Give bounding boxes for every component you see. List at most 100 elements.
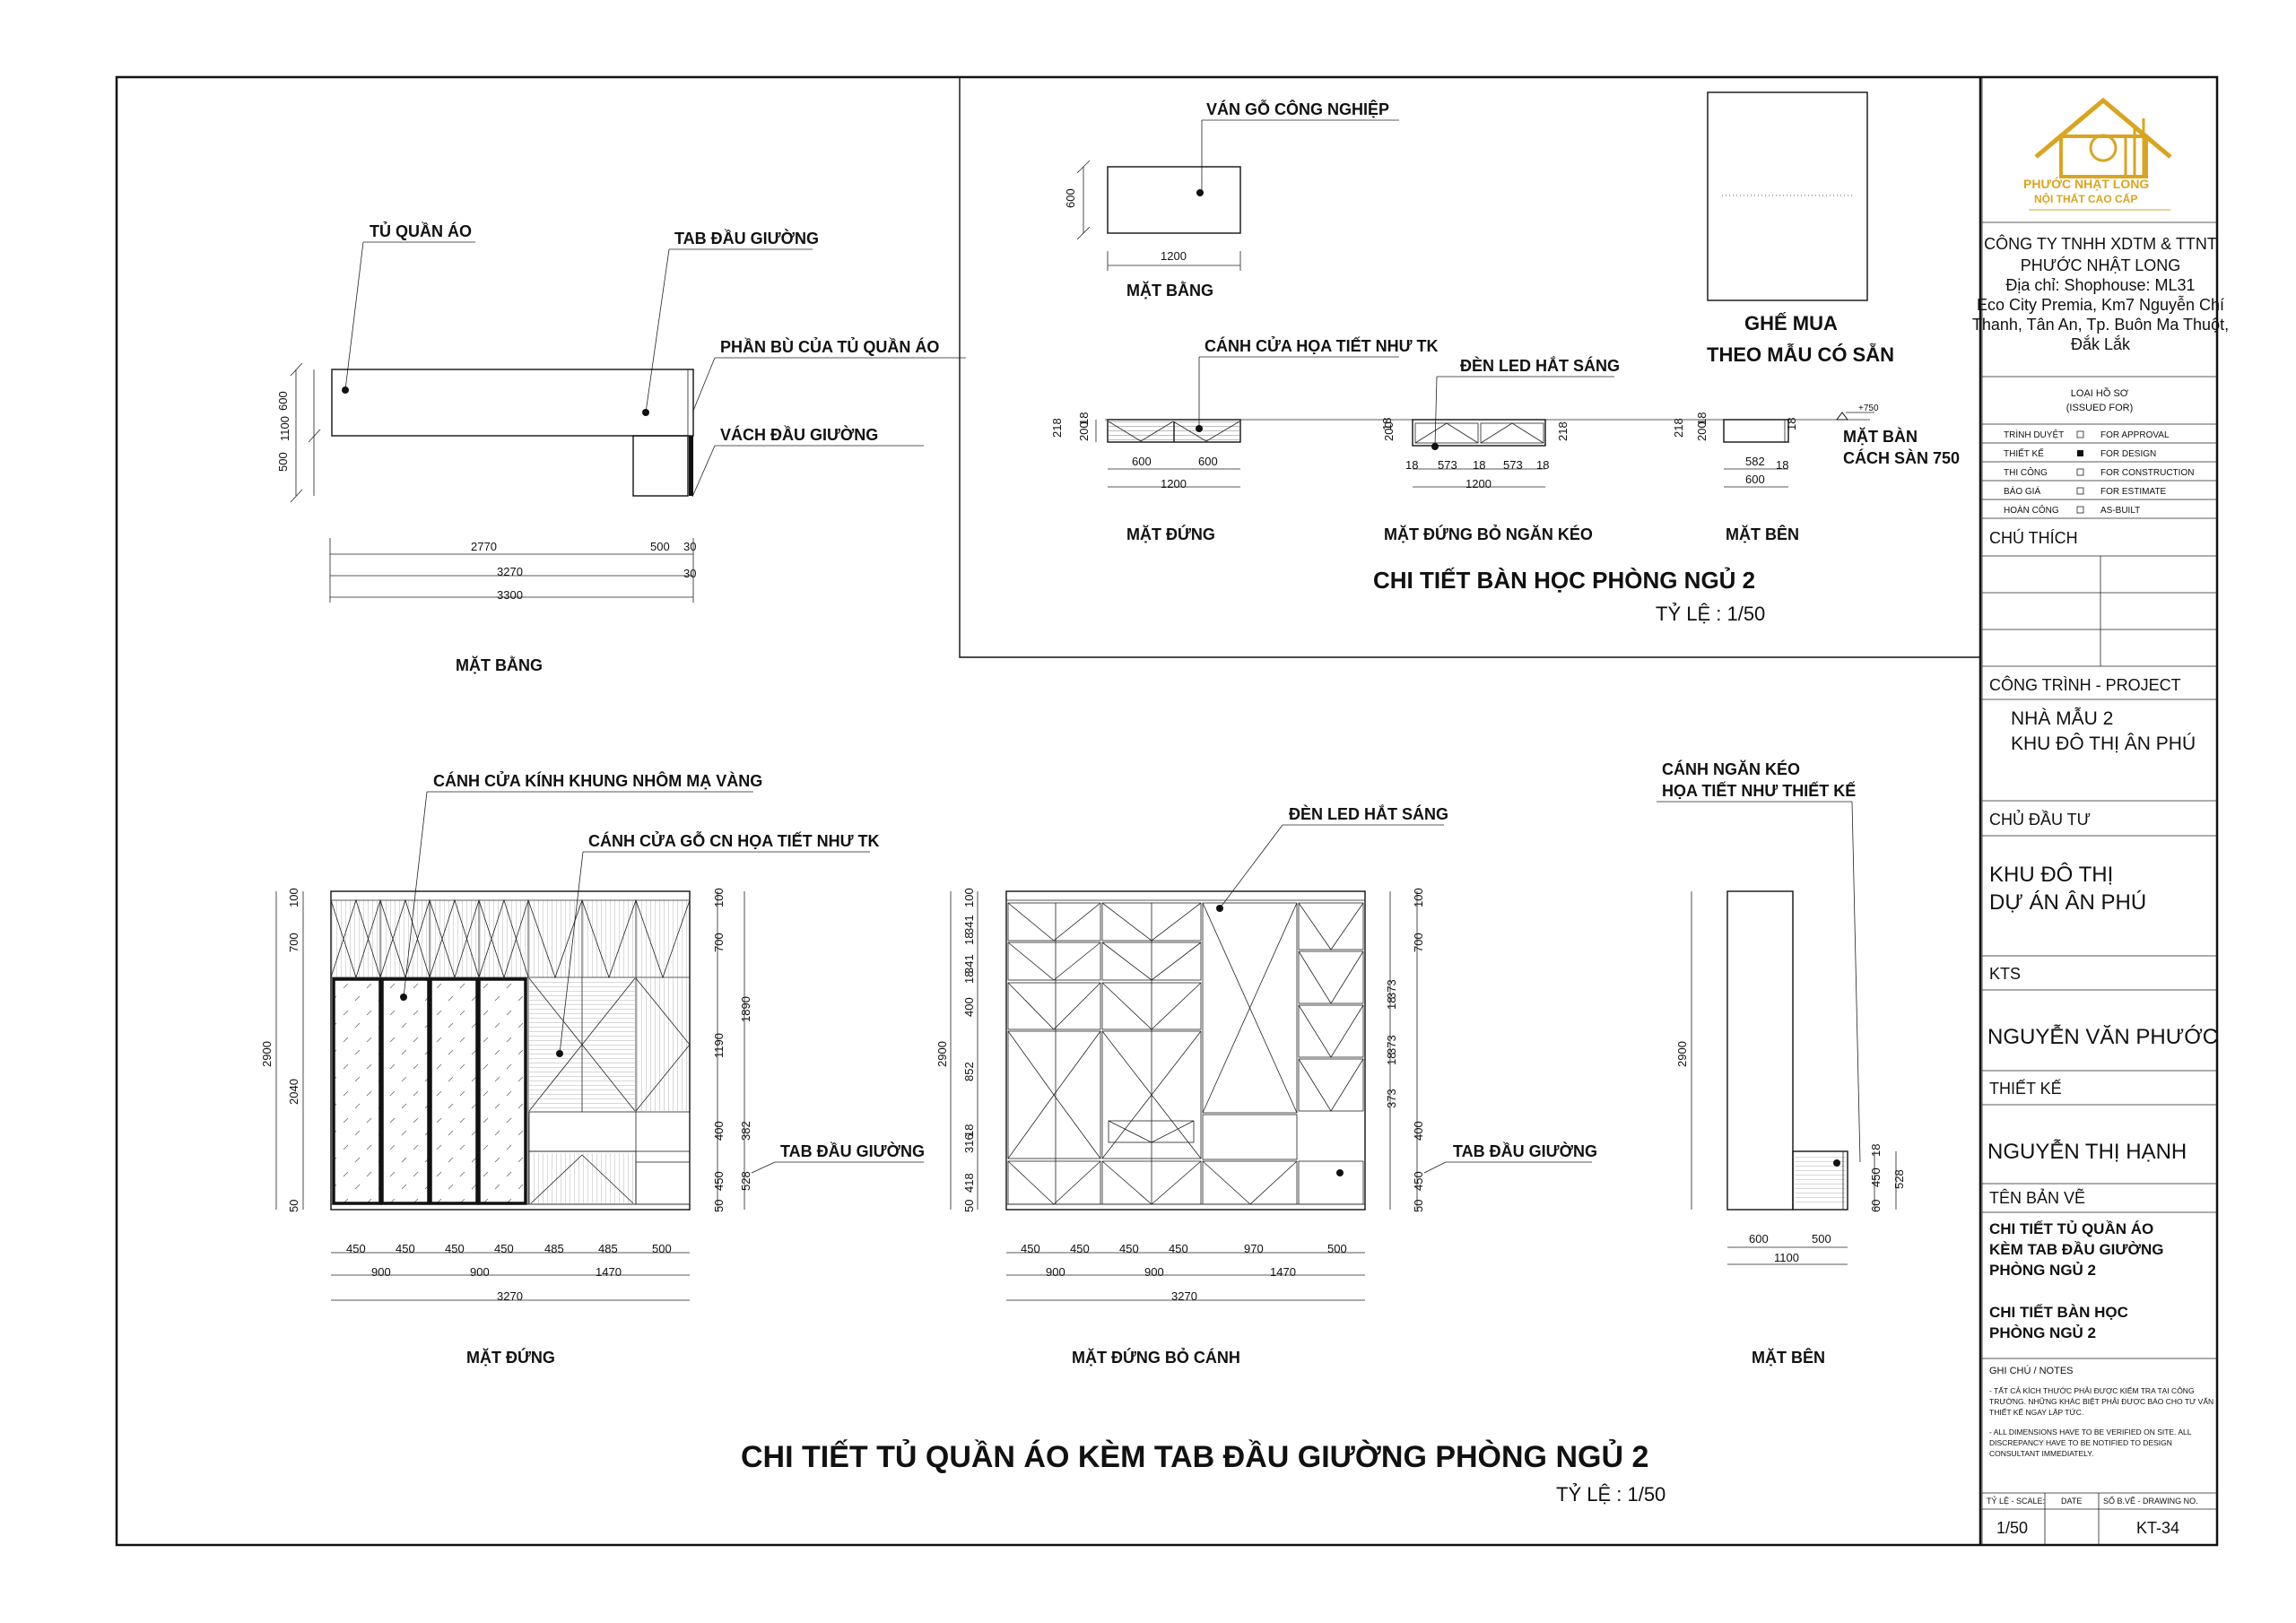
drawing2-l2: PHÒNG NGỦ 2 xyxy=(1989,1324,2096,1341)
wardrobe-plan: TỦ QUẦN ÁO TAB ĐẦU GIƯỜNG PHẦN BÙ CỦA TỦ… xyxy=(276,221,966,674)
svg-text:2040: 2040 xyxy=(287,1079,300,1105)
svg-text:450: 450 xyxy=(445,1242,465,1255)
svg-text:HOÀN CÔNG: HOÀN CÔNG xyxy=(2004,504,2059,516)
svg-text:382: 382 xyxy=(739,1121,752,1141)
drawing-no-label: SỐ B.VẼ - DRAWING NO. xyxy=(2103,1496,2198,1506)
svg-text:700: 700 xyxy=(712,933,726,952)
kts-label: KTS xyxy=(1989,965,2021,983)
svg-text:50: 50 xyxy=(712,1200,726,1212)
sheet-frame xyxy=(115,75,2219,1547)
svg-text:900: 900 xyxy=(1144,1265,1164,1279)
svg-text:CONSULTANT IMMEDIATELY.: CONSULTANT IMMEDIATELY. xyxy=(1989,1449,2093,1458)
svg-text:THIẾT KẾ NGAY LẬP TỨC.: THIẾT KẾ NGAY LẬP TỨC. xyxy=(1989,1408,2083,1417)
wardrobe-side: CÁNH NGĂN KÉO HỌA TIẾT NHƯ THIẾT KẾ 2900… xyxy=(1657,759,1906,1367)
svg-text:18: 18 xyxy=(962,971,976,984)
side-label-l2: HỌA TIẾT NHƯ THIẾT KẾ xyxy=(1662,781,1856,800)
open-led-label: ĐÈN LED HẮT SÁNG xyxy=(1289,804,1448,823)
open-title: MẶT ĐỨNG BỎ CÁNH xyxy=(1072,1348,1240,1367)
svg-text:528: 528 xyxy=(1892,1169,1906,1189)
scale-label: TỶ LỆ - SCALE: xyxy=(1987,1496,2045,1506)
svg-text:18: 18 xyxy=(1380,418,1394,430)
svg-text:450: 450 xyxy=(1869,1167,1883,1187)
svg-text:18: 18 xyxy=(1385,1053,1398,1065)
drawing1-l1: CHI TIẾT TỦ QUẦN ÁO xyxy=(1989,1220,2153,1237)
svg-text:970: 970 xyxy=(1244,1242,1264,1255)
company-addr-l2: Eco City Premia, Km7 Nguyễn Chí xyxy=(1977,295,2224,314)
svg-text:500: 500 xyxy=(650,540,670,553)
svg-text:18: 18 xyxy=(1473,458,1485,472)
svg-text:373: 373 xyxy=(1385,979,1398,999)
svg-text:18: 18 xyxy=(1405,458,1418,472)
svg-text:30: 30 xyxy=(683,567,696,580)
chair-box xyxy=(1707,91,1868,301)
svg-text:60: 60 xyxy=(1869,1200,1883,1212)
svg-text:18: 18 xyxy=(1776,458,1788,472)
svg-text:450: 450 xyxy=(1169,1242,1188,1255)
svg-text:500: 500 xyxy=(1812,1232,1831,1245)
plan-wardrobe-label: TỦ QUẦN ÁO xyxy=(370,221,472,240)
chair-label-l1: GHẾ MUA xyxy=(1744,312,1838,334)
owner-label: CHỦ ĐẦU TƯ xyxy=(1989,810,2091,829)
date-label: DATE xyxy=(2061,1497,2082,1506)
open-tab-label: TAB ĐẦU GIƯỜNG xyxy=(1453,1141,1597,1160)
desk-h1: 218 xyxy=(1050,418,1064,438)
svg-text:450: 450 xyxy=(1070,1242,1090,1255)
svg-text:THI CÔNG: THI CÔNG xyxy=(2004,466,2048,478)
svg-text:DISCREPANCY HAVE TO BE NOTIFIE: DISCREPANCY HAVE TO BE NOTIFIED TO DESIG… xyxy=(1989,1438,2172,1447)
desk-plan-title: MẶT BẰNG xyxy=(1126,281,1213,299)
wardrobe-open-elevation: ĐÈN LED HẮT SÁNG xyxy=(935,804,1597,1367)
svg-text:50: 50 xyxy=(1412,1200,1425,1212)
svg-text:341: 341 xyxy=(962,915,976,934)
desk-elev-title: MẶT ĐỨNG xyxy=(1126,525,1215,543)
desk-w1: 600 xyxy=(1132,455,1152,468)
svg-text:THIẾT KẾ: THIẾT KẾ xyxy=(2004,447,2044,459)
drawing-label: TÊN BẢN VẼ xyxy=(1989,1188,2085,1207)
logo-brand: PHƯỚC NHẬT LONG xyxy=(2023,176,2149,191)
project-label: CÔNG TRÌNH - PROJECT xyxy=(1989,675,2181,694)
desk-level-mark: +750 xyxy=(1858,404,1879,413)
owner-l1: KHU ĐÔ THỊ xyxy=(1989,862,2113,887)
svg-text:3270: 3270 xyxy=(497,1289,523,1303)
plan-filler-label: PHẦN BÙ CỦA TỦ QUẦN ÁO xyxy=(720,337,939,356)
design-label: THIẾT KẾ xyxy=(1989,1079,2062,1098)
svg-text:100: 100 xyxy=(287,888,300,907)
company-addr-l3: Thanh, Tân An, Tp. Buôn Ma Thuột, xyxy=(1972,316,2229,334)
plan-wardrobe-body xyxy=(331,369,694,437)
svg-text:450: 450 xyxy=(346,1242,366,1255)
company-name-l1: CÔNG TY TNHH XDTM & TTNT xyxy=(1984,234,2217,253)
scale-value: 1/50 xyxy=(1996,1519,2028,1537)
svg-text:528: 528 xyxy=(739,1171,752,1191)
svg-text:1190: 1190 xyxy=(712,1033,726,1058)
svg-text:400: 400 xyxy=(962,997,976,1017)
desk-led-label: ĐÈN LED HẮT SÁNG xyxy=(1460,356,1620,375)
svg-text:200: 200 xyxy=(1695,421,1709,441)
svg-text:450: 450 xyxy=(712,1171,726,1191)
svg-text:2900: 2900 xyxy=(1675,1041,1689,1067)
wardrobe-elevation: CÁNH CỬA KÍNH KHUNG NHÔM MẠ VÀNG CÁNH CỬ… xyxy=(260,771,925,1367)
svg-text:1200: 1200 xyxy=(1465,477,1492,490)
desk-w2: 600 xyxy=(1198,455,1218,468)
desk-door-label: CÁNH CỬA HỌA TIẾT NHƯ TK xyxy=(1205,336,1439,355)
svg-text:485: 485 xyxy=(598,1242,618,1255)
svg-text:BÁO GIÁ: BÁO GIÁ xyxy=(2004,485,2040,497)
side-title: MẶT BÊN xyxy=(1752,1348,1825,1367)
svg-text:418: 418 xyxy=(962,1173,976,1193)
svg-text:500: 500 xyxy=(652,1242,672,1255)
svg-text:18: 18 xyxy=(1869,1144,1883,1157)
company-name-l2: PHƯỚC NHẬT LONG xyxy=(2021,256,2181,274)
svg-text:400: 400 xyxy=(1412,1121,1425,1141)
elev-title: MẶT ĐỨNG xyxy=(466,1348,555,1367)
svg-text:500: 500 xyxy=(1327,1242,1347,1255)
svg-text:2770: 2770 xyxy=(471,540,497,553)
logo-tagline: NỘI THẤT CAO CẤP xyxy=(2034,192,2137,205)
svg-text:30: 30 xyxy=(683,540,696,553)
desk-height-note-l1: MẶT BÀN xyxy=(1843,427,1918,446)
svg-text:450: 450 xyxy=(494,1242,514,1255)
desk-plan-outline xyxy=(1107,166,1241,234)
elev-glass-label: CÁNH CỬA KÍNH KHUNG NHÔM MẠ VÀNG xyxy=(433,771,762,790)
svg-text:1890: 1890 xyxy=(739,996,752,1022)
svg-text:373: 373 xyxy=(1385,1089,1398,1108)
svg-text:500: 500 xyxy=(276,452,290,472)
project-l2: KHU ĐÔ THỊ ÂN PHÚ xyxy=(2011,733,2196,754)
svg-text:AS-BUILT: AS-BUILT xyxy=(2100,506,2140,516)
